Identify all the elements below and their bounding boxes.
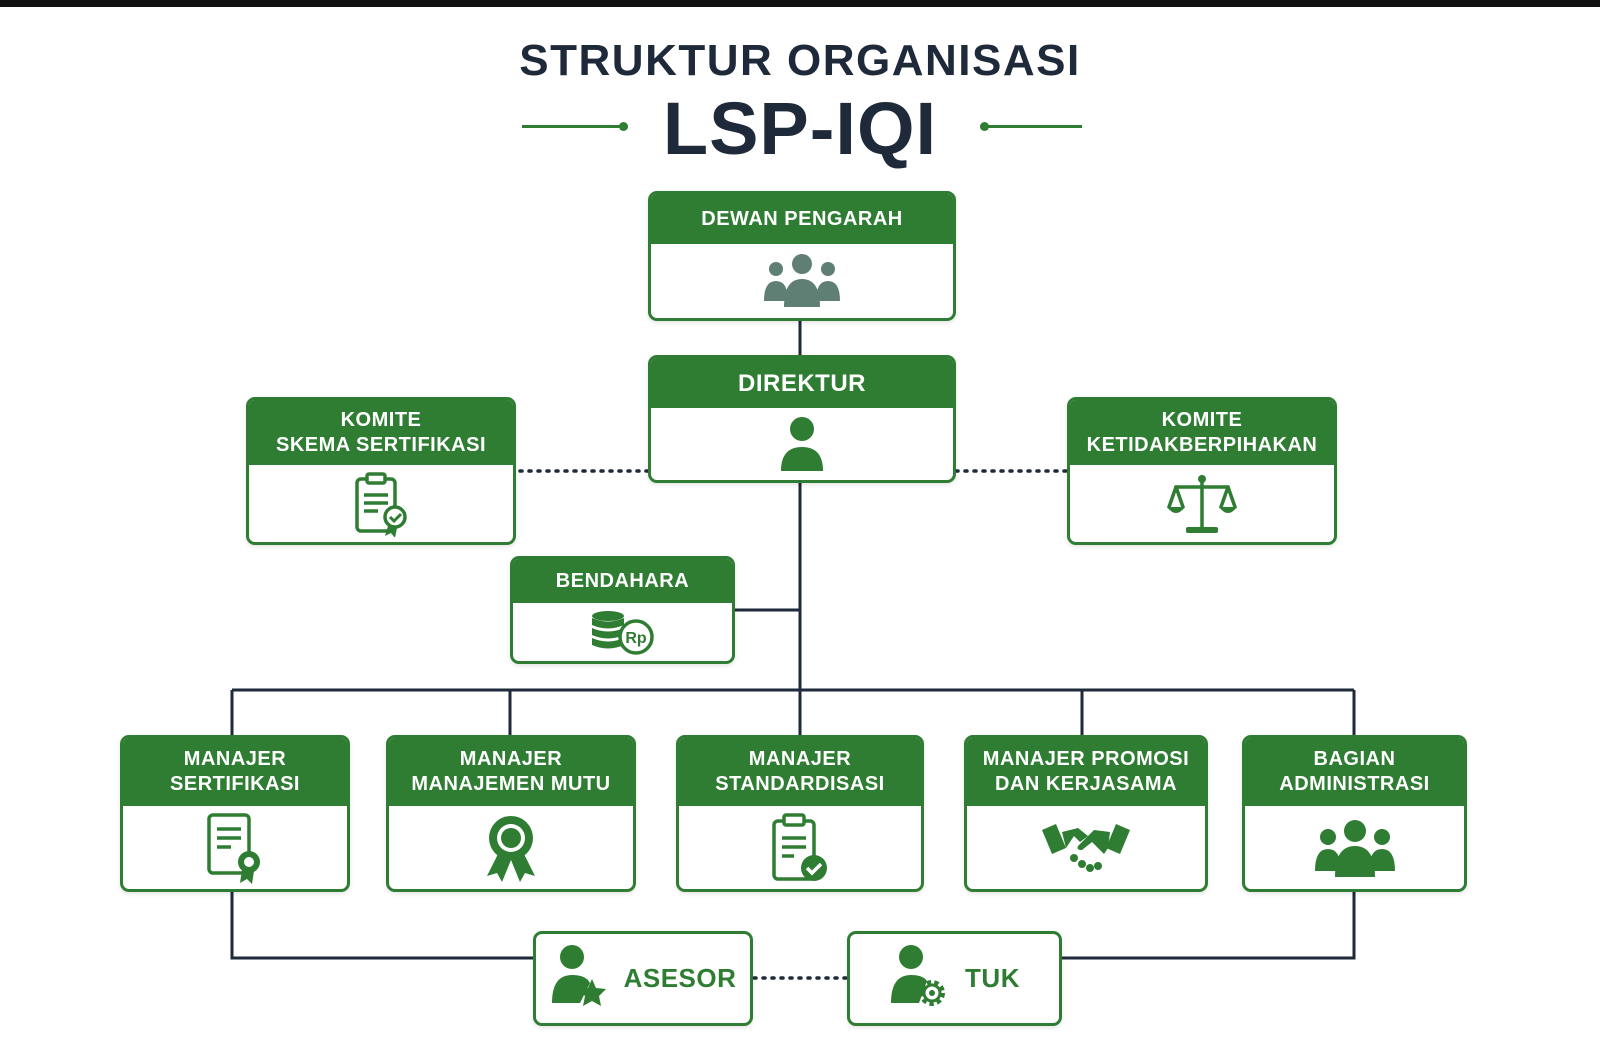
node-title: ASESOR bbox=[623, 963, 737, 993]
award-ribbon-icon bbox=[481, 812, 541, 884]
node-title: DEWAN PENGARAH bbox=[651, 194, 953, 244]
page-subtitle: LSP-IQI bbox=[662, 87, 938, 170]
person-gear-icon bbox=[889, 943, 947, 1014]
title-decoration-left bbox=[522, 122, 628, 131]
clipboard-check-icon bbox=[770, 812, 830, 884]
node-title: DIREKTUR bbox=[651, 358, 953, 408]
person-icon bbox=[777, 415, 827, 473]
group-icon bbox=[762, 251, 842, 311]
coins-rp-icon: Rp bbox=[590, 608, 656, 656]
node-bendahara: BENDAHARA Rp bbox=[510, 556, 735, 664]
node-title: BENDAHARA bbox=[513, 559, 732, 603]
scales-icon bbox=[1166, 473, 1238, 535]
handshake-icon bbox=[1040, 818, 1132, 878]
node-dewan-pengarah: DEWAN PENGARAH bbox=[648, 191, 956, 321]
node-title: TUK bbox=[965, 963, 1020, 993]
certificate-icon bbox=[205, 812, 265, 884]
svg-text:Rp: Rp bbox=[625, 630, 647, 647]
clipboard-certificate-icon bbox=[353, 471, 409, 537]
node-tuk: TUK bbox=[847, 931, 1062, 1026]
line-sertifikasi-asesor bbox=[230, 891, 534, 960]
title-decoration-right bbox=[980, 122, 1082, 131]
page-title: STRUKTUR ORGANISASI bbox=[519, 36, 1081, 85]
person-star-icon bbox=[550, 943, 606, 1014]
node-asesor: ASESOR bbox=[533, 931, 753, 1026]
top-border bbox=[0, 0, 1600, 7]
line-administrasi-tuk bbox=[1062, 891, 1356, 960]
group-icon bbox=[1313, 817, 1397, 879]
node-direktur: DIREKTUR bbox=[648, 355, 956, 483]
